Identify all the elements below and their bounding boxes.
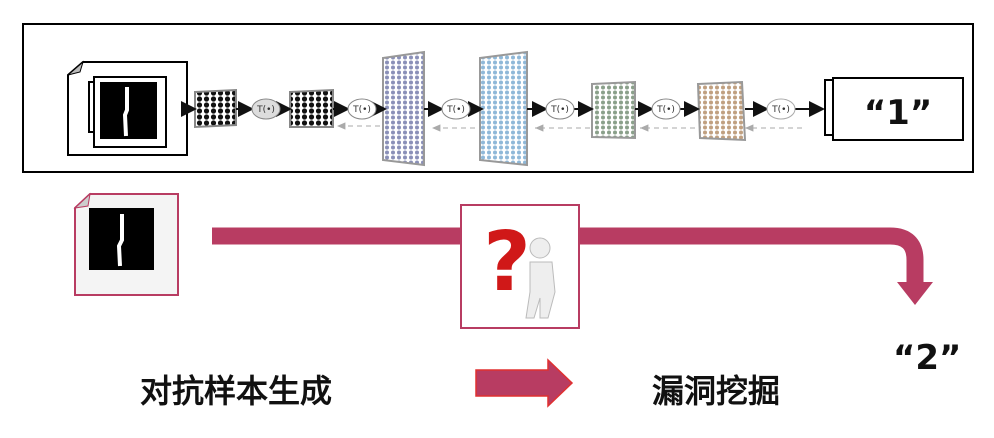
layer-4 (479, 50, 528, 167)
network-frame (22, 23, 974, 173)
layer-2 (289, 88, 334, 128)
layer-1 (194, 88, 237, 129)
caption-vulnerability-mining: 漏洞挖掘 (652, 372, 781, 410)
flow-arrow-line (212, 227, 924, 285)
question-mark-icon: ? (483, 215, 531, 310)
layer-6 (696, 80, 747, 142)
adversarial-output-label: “2” (893, 338, 962, 378)
flow-arrow-head (897, 282, 933, 305)
activation-label: T(•) (550, 105, 569, 115)
activation-label: T(•) (656, 105, 675, 115)
question-figure-box: ? (460, 204, 580, 329)
layer-5 (591, 80, 636, 140)
activation-label: T(•) (446, 105, 465, 115)
activation-nodes: T(•) T(•) T(•) T(•) T(•) T(•) (251, 98, 796, 120)
activation-label: T(•) (352, 105, 371, 115)
output-box: “1” (824, 77, 964, 141)
network-layers (194, 50, 747, 167)
input-image-doc (67, 60, 188, 156)
activation-label: T(•) (256, 105, 275, 115)
layer-3 (382, 50, 425, 167)
caption-adversarial-generation: 对抗样本生成 (140, 372, 333, 410)
activation-label: T(•) (771, 105, 790, 115)
thinking-person-icon (525, 261, 556, 319)
adversarial-image-doc (73, 192, 179, 296)
backward-arrows (337, 122, 802, 132)
output-label: “1” (864, 93, 932, 133)
process-arrow (475, 358, 574, 408)
